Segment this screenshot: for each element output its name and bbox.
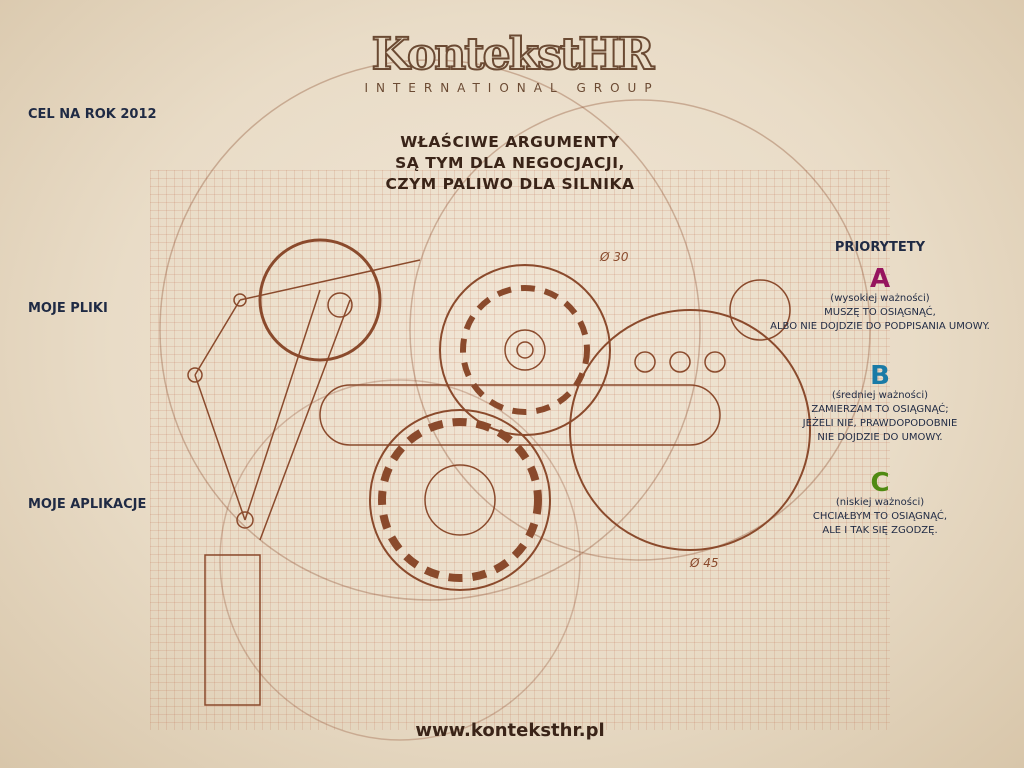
- desktop-zone-goal[interactable]: CEL NA ROK 2012: [28, 107, 157, 122]
- desktop-zone-files[interactable]: MOJE PLIKI: [28, 301, 108, 316]
- dimension-label: Ø 30: [600, 250, 629, 264]
- dimension-label: Ø 45: [690, 556, 719, 570]
- priorities-heading: PRIORYTETY: [834, 240, 926, 255]
- priority-line: ALE I TAK SIĘ ZGODZĘ.: [822, 525, 938, 536]
- priority-a: A (wysokiej ważności) MUSZĘ TO OSIĄGNĄĆ,…: [750, 266, 1010, 334]
- priority-sub: (niskiej ważności): [835, 497, 925, 508]
- priority-letter: C: [870, 468, 890, 498]
- slogan: WŁAŚCIWE ARGUMENTY SĄ TYM DLA NEGOCJACJI…: [320, 132, 700, 195]
- website-url: www.konteksthr.pl: [415, 720, 605, 741]
- priority-b: B (średniej ważności) ZAMIERZAM TO OSIĄG…: [750, 363, 1010, 445]
- slogan-line: WŁAŚCIWE ARGUMENTY: [400, 133, 620, 151]
- priority-line: CHCIAŁBYM TO OSIĄGNĄĆ,: [812, 511, 948, 522]
- priorities-title: PRIORYTETY: [750, 240, 1010, 256]
- priority-c: C (niskiej ważności) CHCIAŁBYM TO OSIĄGN…: [750, 470, 1010, 538]
- priority-line: JEŻELI NIE, PRAWDOPODOBNIE: [802, 418, 958, 429]
- priority-line: MUSZĘ TO OSIĄGNĄĆ,: [824, 307, 936, 318]
- company-logo: KontekstHR INTERNATIONAL GROUP: [332, 29, 692, 96]
- priority-line: NIE DOJDZIE DO UMOWY.: [817, 432, 943, 443]
- slogan-line: SĄ TYM DLA NEGOCJACJI,: [395, 154, 625, 172]
- priority-line: ALBO NIE DOJDZIE DO PODPISANIA UMOWY.: [770, 321, 990, 332]
- priority-sub: (wysokiej ważności): [830, 293, 930, 304]
- slogan-line: CZYM PALIWO DLA SILNIKA: [385, 175, 635, 193]
- logo-sub: INTERNATIONAL GROUP: [364, 81, 660, 95]
- logo-main: KontekstHR: [371, 29, 656, 81]
- priority-sub: (średniej ważności): [831, 390, 929, 401]
- priority-letter: A: [869, 264, 891, 294]
- desktop-zone-apps[interactable]: MOJE APLIKACJE: [28, 497, 147, 512]
- priority-letter: B: [870, 361, 890, 391]
- priority-line: ZAMIERZAM TO OSIĄGNĄĆ;: [811, 404, 949, 415]
